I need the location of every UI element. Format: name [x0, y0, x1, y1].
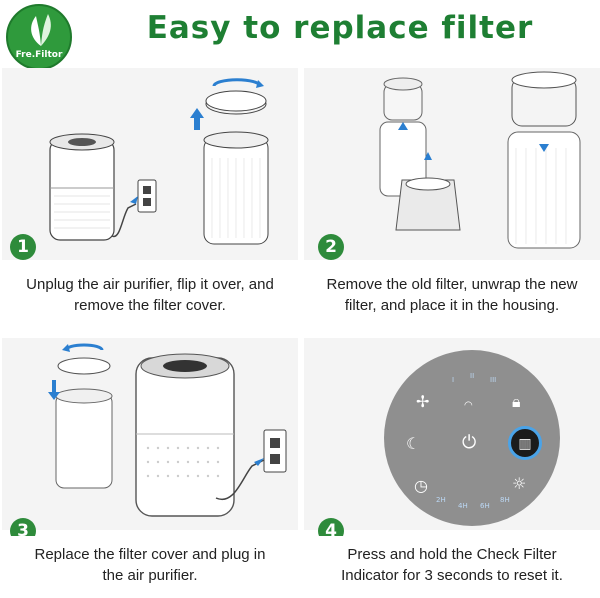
step-badge: 2: [318, 234, 344, 260]
step-caption: Unplug the air purifier, flip it over, a…: [6, 266, 294, 330]
replace-cover-illustration: [48, 343, 287, 517]
caption-line: Remove the old filter, unwrap the new: [326, 276, 578, 293]
caption-line: Unplug the air purifier, flip it over, a…: [26, 276, 274, 293]
timer-mark: 8H: [500, 496, 510, 504]
step-badge: 1: [10, 234, 36, 260]
step-caption: Press and hold the Check Filter Indicato…: [308, 536, 596, 598]
timer-mark: 6H: [480, 502, 490, 510]
check-filter-icon: ▥: [518, 435, 532, 451]
caption-line: Press and hold the Check Filter: [347, 546, 557, 563]
unplug-illustration: [49, 78, 269, 245]
step-panel-3: 3 Replace the filter cover and plug in t…: [2, 338, 298, 598]
sleep-icon[interactable]: ☾: [406, 434, 421, 453]
leaf-icon: [31, 14, 51, 46]
wifi-icon: ◠: [464, 400, 473, 411]
timer-mark: 2H: [436, 496, 446, 504]
caption-line: Indicator for 3 seconds to reset it.: [341, 567, 563, 584]
page-title: Easy to replace filter: [146, 10, 534, 46]
caption-line: remove the filter cover.: [74, 297, 226, 314]
filter-swap-illustration: [379, 71, 581, 249]
step-caption: Replace the filter cover and plug in the…: [6, 536, 294, 598]
timer-icon[interactable]: ◷: [414, 476, 428, 495]
step-caption: Remove the old filter, unwrap the new fi…: [308, 266, 596, 330]
step-panel-2: 2 Remove the old filter, unwrap the new …: [304, 68, 600, 330]
speed-mark: I: [452, 376, 455, 384]
check-filter-button[interactable]: ▥: [508, 426, 542, 460]
step-panel-1: 1 Unplug the air purifier, flip it over,…: [2, 68, 298, 330]
brand-logo: Fre.Filtor: [6, 4, 72, 70]
speed-mark: II: [470, 372, 475, 380]
timer-mark: 4H: [458, 502, 468, 510]
brightness-icon[interactable]: ☼: [512, 474, 527, 493]
fan-icon[interactable]: ✢: [416, 392, 430, 411]
logo-text: Fre.Filtor: [15, 50, 63, 60]
caption-line: the air purifier.: [102, 567, 198, 584]
lock-icon[interactable]: 🔒︎: [512, 392, 521, 411]
caption-line: Replace the filter cover and plug in: [34, 546, 266, 563]
speed-mark: III: [490, 376, 497, 384]
step-panel-4: I II III ✢ 🔒︎ ◠ ☾ ⏻ ◷ ☼ ▥ 2H 4H 6H 8H 4 …: [304, 338, 600, 598]
caption-line: filter, and place it in the housing.: [344, 297, 560, 314]
power-icon[interactable]: ⏻: [462, 432, 477, 453]
control-panel-dial: I II III ✢ 🔒︎ ◠ ☾ ⏻ ◷ ☼ ▥ 2H 4H 6H 8H: [384, 350, 560, 526]
